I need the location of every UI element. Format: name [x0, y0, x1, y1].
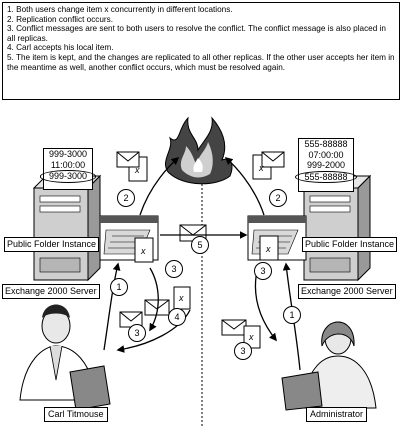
step-marker: 1 [110, 278, 128, 296]
step-marker: 2 [117, 189, 135, 207]
right-value-highlighted: 555-88888 [295, 170, 357, 183]
right-value-list: 555-88888 07:00:00 999-2000 555-88888 [295, 138, 357, 192]
item-label: x [266, 244, 271, 254]
carl-person-icon [19, 304, 111, 411]
left-server-label: Exchange 2000 Server [2, 284, 100, 299]
step-marker: 3 [234, 342, 252, 360]
left-server-icon [32, 174, 102, 282]
step-marker: 3 [254, 262, 272, 280]
note-1: 1. Both users change item x concurrently… [7, 5, 233, 14]
note-5: 5. The item is kept, and the changes are… [7, 52, 395, 72]
notes-box: 1. Both users change item x concurrently… [2, 2, 400, 100]
note-2: 2. Replication conflict occurs. [7, 14, 114, 24]
item-label: x [135, 165, 140, 175]
step-marker: 1 [283, 306, 301, 324]
right-instance-label: Public Folder Instance [302, 237, 398, 252]
step-marker: 5 [191, 236, 209, 254]
right-server-label: Exchange 2000 Server [298, 284, 396, 299]
flow-arrow [149, 267, 159, 332]
envelope-icon [116, 151, 140, 168]
right-value: 555-88888 [304, 139, 348, 149]
note-4: 4. Carl accepts his local item. [7, 43, 114, 53]
left-value: 999-3000 [48, 149, 88, 159]
conflict-fire-icon [165, 116, 233, 185]
left-instance-label: Public Folder Instance [4, 237, 100, 252]
item-label: x [141, 246, 146, 256]
item-doc-icon [259, 235, 279, 261]
flow-arrow [116, 309, 191, 353]
flow-arrow [103, 262, 121, 351]
right-value: 999-2000 [306, 160, 346, 170]
item-label: x [179, 293, 184, 303]
item-label: x [259, 163, 264, 173]
left-value-highlighted: 999-3000 [40, 170, 96, 183]
step-marker: 4 [168, 308, 186, 326]
envelope-icon [221, 319, 247, 336]
step-marker: 2 [269, 189, 287, 207]
flow-arrow [139, 156, 180, 216]
left-value-list: 999-3000 11:00:00 999-3000 [40, 148, 96, 190]
flow-arrow [224, 156, 265, 216]
right-value: 07:00:00 [308, 149, 344, 160]
administrator-name-label: Administrator [306, 407, 368, 422]
step-marker: 3 [128, 324, 146, 342]
item-doc-icon [243, 325, 261, 349]
envelope-icon [261, 151, 285, 168]
step-marker: 3 [165, 260, 183, 278]
note-3: 3. Conflict messages are sent to both us… [7, 24, 386, 43]
administrator-person-icon [281, 321, 377, 411]
left-value: 11:00:00 [50, 159, 86, 170]
carl-name-label: Carl Titmouse [44, 407, 108, 422]
item-label: x [249, 332, 254, 342]
item-doc-icon [134, 237, 154, 263]
